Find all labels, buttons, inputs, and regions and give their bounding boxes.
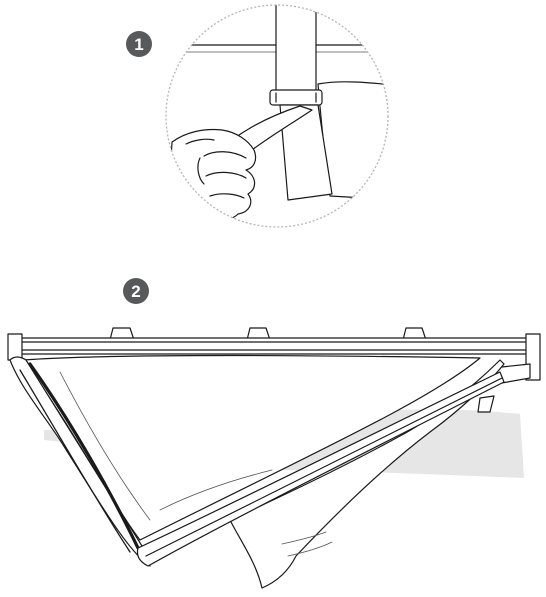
detail-circle-hand-strap-icon xyxy=(165,4,389,228)
headrail xyxy=(19,337,531,355)
end-cap-left xyxy=(7,333,23,361)
step-1-badge: 1 xyxy=(126,31,152,57)
step-1-number: 1 xyxy=(134,35,143,54)
roller-shade-falling-icon xyxy=(7,327,541,589)
step-2-number: 2 xyxy=(131,282,140,301)
step-2-badge: 2 xyxy=(123,278,149,304)
